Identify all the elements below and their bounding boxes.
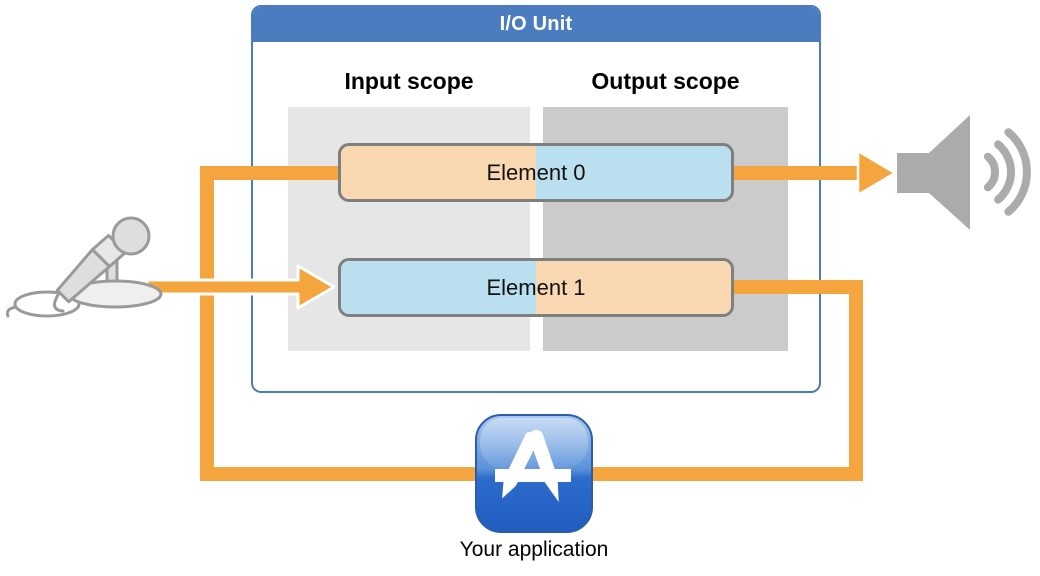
speaker-horn	[897, 115, 970, 230]
sound-wave-medium	[994, 140, 1015, 204]
mic-head	[111, 216, 151, 256]
input-scope-label: Input scope	[344, 68, 474, 94]
app-icon-a-glyph	[495, 429, 571, 503]
element-0-bar: Element 0	[338, 143, 734, 202]
a-crossbar	[495, 469, 571, 482]
io-unit-title: I/O Unit	[499, 13, 573, 35]
application-label: Your application	[459, 538, 609, 561]
element-1-bar: Element 1	[338, 258, 734, 317]
element-0-label: Element 0	[486, 159, 586, 185]
mic-cable-tail	[5, 305, 18, 318]
brush-icon	[529, 429, 559, 503]
app-store-icon	[475, 414, 593, 533]
io-unit-header: I/O Unit	[253, 7, 819, 42]
element-1-label: Element 1	[486, 274, 586, 300]
output-scope-label: Output scope	[591, 68, 740, 94]
sound-wave-small	[983, 152, 1000, 192]
microphone-icon	[5, 216, 163, 318]
speaker-arrowhead-icon	[856, 149, 897, 197]
speaker-icon	[897, 115, 1031, 230]
mic-cable	[52, 293, 65, 313]
sound-wave-large	[1004, 128, 1031, 216]
mic-cable-loop	[13, 290, 81, 318]
